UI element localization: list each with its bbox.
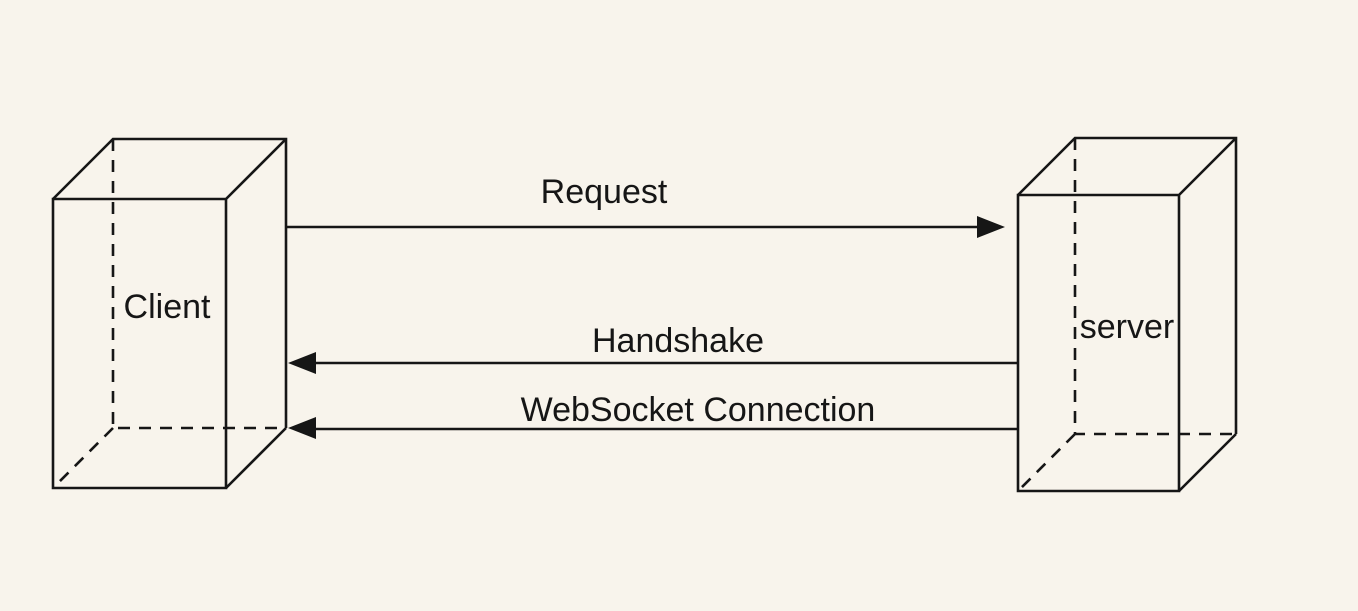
arrowhead-left-icon [288,417,316,439]
client-box-visible-edges [51,137,288,490]
client-box-hidden-edges [52,139,286,489]
handshake-arrow: Handshake [288,322,1018,374]
server-box-label: server [1080,308,1174,346]
client-box-label: Client [124,288,211,326]
websocket-connection-arrow: WebSocket Connection [288,391,1018,439]
client-box: Client [51,137,288,490]
server-box: server [1016,136,1238,493]
server-box-visible-edges [1016,136,1238,493]
arrowhead-left-icon [288,352,316,374]
request-arrow-label: Request [541,173,668,211]
server-box-hidden-edges [1017,138,1236,492]
websocket-connection-arrow-label: WebSocket Connection [521,391,876,429]
arrowhead-right-icon [977,216,1005,238]
handshake-arrow-label: Handshake [592,322,764,360]
request-arrow: Request [286,173,1005,238]
